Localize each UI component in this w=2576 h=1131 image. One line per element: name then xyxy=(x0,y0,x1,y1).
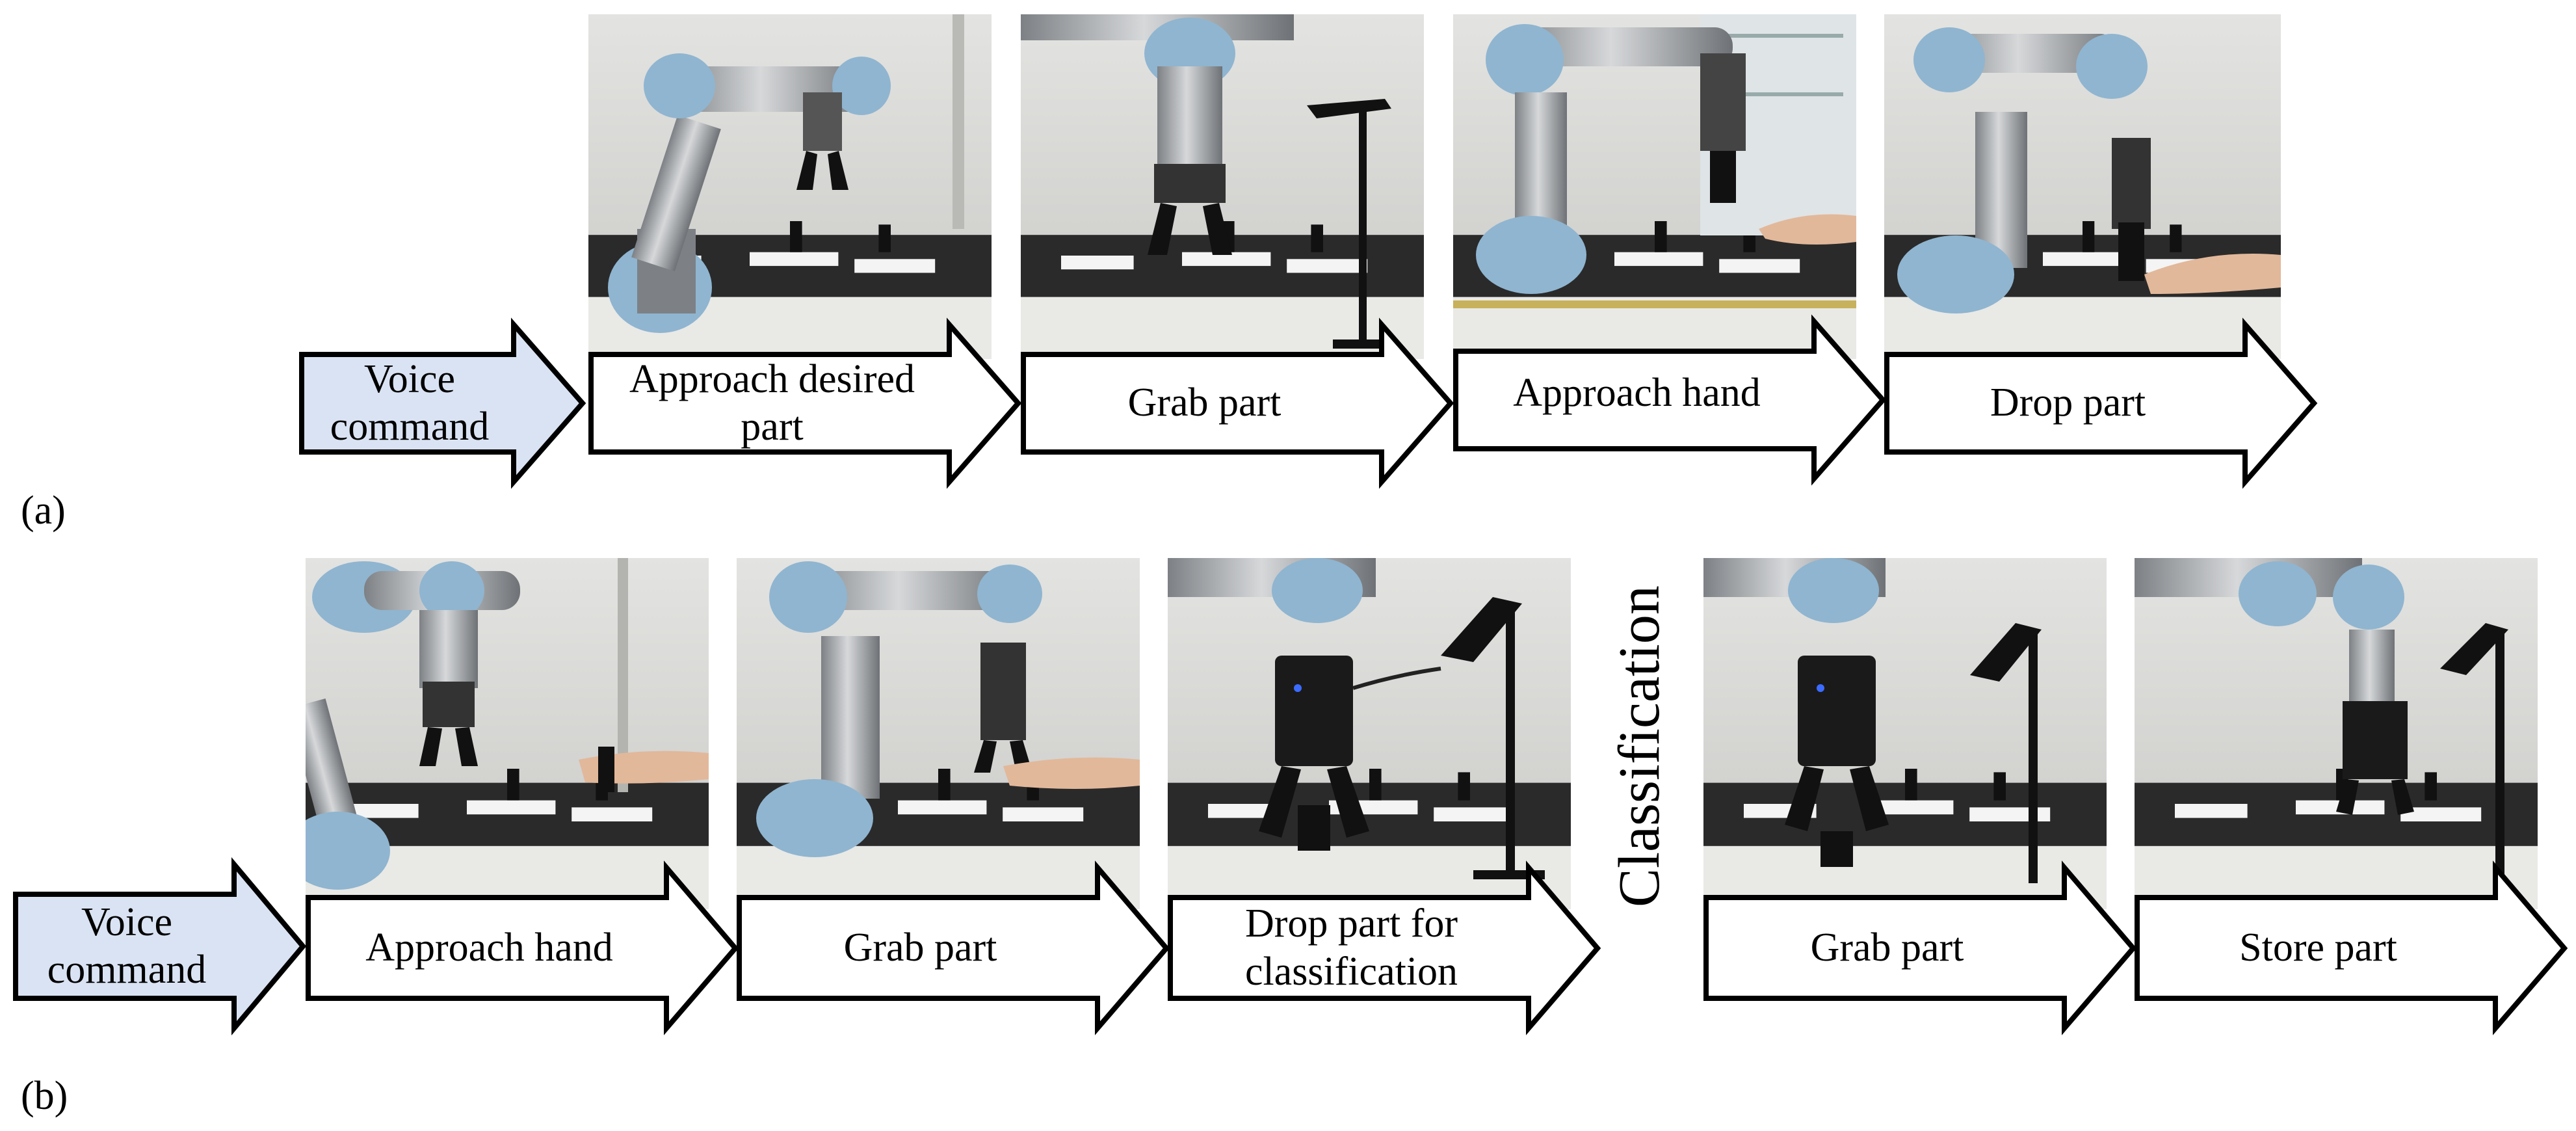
step-b-store-part-label: Store part xyxy=(2239,925,2397,970)
step-a-grab-part: Grab part xyxy=(1021,317,1454,489)
photo-b1-approach-hand xyxy=(306,558,709,909)
step-b-drop-classification-label: Drop part for classification xyxy=(1244,901,1458,994)
step-a-approach-hand: Approach hand xyxy=(1453,314,1887,486)
step-a-approach-part: Approach desired part xyxy=(588,317,1022,489)
photo-a2-grab-part xyxy=(1021,14,1424,359)
step-b-grab-part-2-label: Grab part xyxy=(1810,925,1964,970)
step-b-approach-hand: Approach hand xyxy=(306,860,739,1035)
step-a-drop-part-label: Drop part xyxy=(1990,380,2146,425)
step-a-grab-part-label: Grab part xyxy=(1127,380,1281,425)
step-b-voice-command: Voice command xyxy=(13,857,307,1035)
step-a-approach-hand-label: Approach hand xyxy=(1513,371,1761,416)
photo-b3-drop-classification xyxy=(1168,558,1571,909)
step-b-approach-hand-label: Approach hand xyxy=(365,925,613,970)
photo-b5-store-part xyxy=(2135,558,2538,909)
photo-a3-approach-hand xyxy=(1453,14,1856,359)
step-b-voice-label: Voice command xyxy=(47,899,207,992)
photo-a4-drop-part xyxy=(1884,14,2281,359)
photo-a1-approach-part xyxy=(588,14,992,359)
step-b-grab-part-label: Grab part xyxy=(843,925,997,970)
photo-b2-grab-part xyxy=(737,558,1140,909)
panel-b-label: (b) xyxy=(21,1074,68,1118)
step-b-store-part: Store part xyxy=(2135,860,2568,1035)
step-b-grab-part-2: Grab part xyxy=(1703,860,2137,1035)
step-a-voice-command: Voice command xyxy=(299,317,586,489)
photo-b4-grab-part xyxy=(1703,558,2107,909)
step-b-drop-classification: Drop part for classification xyxy=(1168,860,1601,1035)
panel-a-label: (a) xyxy=(21,488,66,533)
classification-side-label: Classification xyxy=(1607,585,1672,907)
step-a-voice-label: Voice command xyxy=(330,356,490,449)
step-a-approach-part-label: Approach desired part xyxy=(629,356,915,449)
step-a-drop-part: Drop part xyxy=(1884,317,2318,489)
step-b-grab-part: Grab part xyxy=(737,860,1170,1035)
